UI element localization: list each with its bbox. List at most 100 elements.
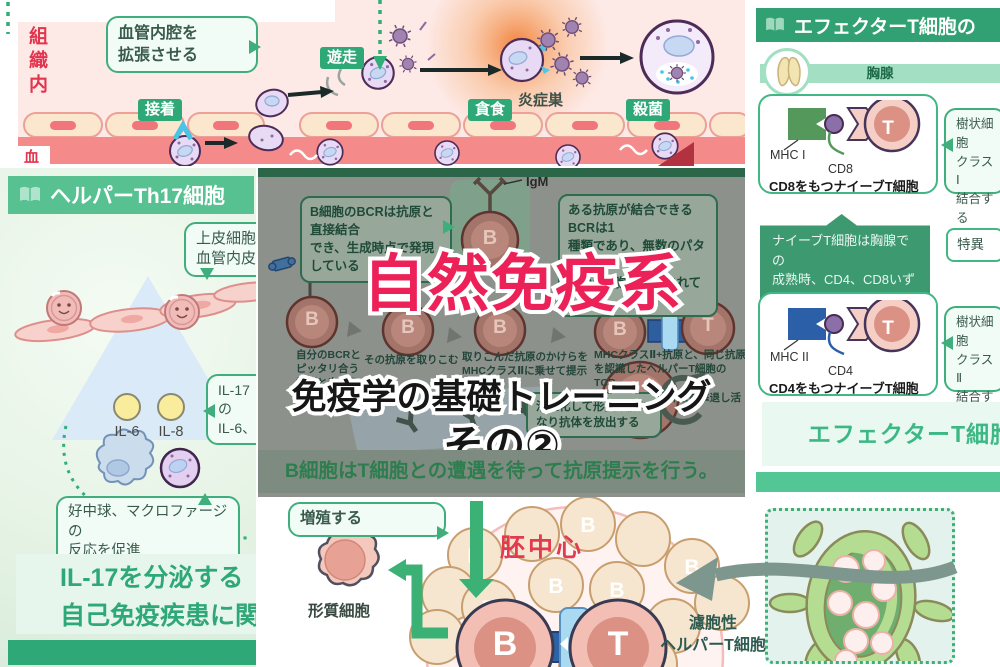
- left-panel-header: ヘルパーTh17細胞: [8, 176, 254, 214]
- cd8-caption: CD8をもつナイーブT細胞: [769, 179, 919, 194]
- bcr-variety-bubble: ある抗原が結合できるBCRは1 種類であり、無数のパターンを もつB細胞が用意さ…: [558, 194, 718, 317]
- il6-dot: [113, 393, 141, 421]
- tissue-region-label: 組織内: [26, 26, 47, 98]
- transmigrating-cell: [248, 88, 289, 152]
- b-cell-presentation-panel: B細胞のBCRは抗原と直接結合 でき、生成時点で発現している IgM ある抗原が…: [258, 168, 745, 497]
- cd4-caption: CD4をもつナイーブT細胞: [769, 381, 919, 396]
- cd4-label: CD4: [828, 364, 854, 378]
- to-plasma-arrow: [388, 559, 448, 639]
- germinal-center-panel: B B B B B B B: [256, 497, 1000, 667]
- vasodilation-bubble: 血管内腔を 拡張させる: [106, 16, 261, 74]
- cluster-b: B: [580, 514, 595, 537]
- left-panel-title: ヘルパーTh17細胞: [50, 185, 226, 208]
- phagocytosis-tag: 貪食: [468, 99, 513, 121]
- vessel-corner-shadow: [658, 142, 694, 166]
- thymus-icon: [763, 48, 811, 96]
- b4-letter: B: [613, 319, 627, 340]
- right-panel-header: エフェクターT細胞の: [756, 8, 1000, 42]
- il6-label: IL-6: [114, 424, 140, 440]
- mhc2-label: MHC II: [770, 350, 809, 364]
- phagocyte-cell: [499, 37, 550, 83]
- book-icon: [20, 186, 40, 202]
- big-b-letter: B: [492, 625, 518, 663]
- lymph-to-gc-arrow: [676, 557, 958, 601]
- b1-letter: B: [305, 309, 319, 330]
- effector-title-box: エフェクターT細胞: [762, 402, 1000, 466]
- main-title: 自然免疫系: [359, 248, 685, 321]
- plasma-cell: [317, 527, 380, 587]
- dendritic-bubble-1: 樹状細胞 クラスⅠ 結合する: [941, 108, 1000, 225]
- effector-t-cell-panel: エフェクターT細胞の 胸腺 T MHC I CD8 CD8をもつナイーブT: [745, 0, 1000, 505]
- cd8-naive-box: T MHC I CD8 CD8をもつナイーブT細胞: [758, 94, 938, 194]
- neutrophil-cell: [159, 447, 201, 489]
- thymus-band: 胸腺: [760, 64, 1000, 83]
- igm-cell-letter: B: [482, 227, 498, 249]
- center-panel-topbar: [258, 168, 745, 177]
- vessel-region-label: 血: [24, 149, 40, 166]
- summary-box: [16, 554, 256, 634]
- th17-illustration: [14, 276, 256, 540]
- subtitle: 免疫学の基礎トレーニング: [288, 375, 715, 421]
- b-t-interaction: [455, 598, 668, 667]
- innate-immunity-strip: 組織内 血 血管内腔を 拡張させる 接着 遊走 貪食 炎症巣 殺菌: [0, 0, 751, 170]
- peptide: [824, 114, 844, 134]
- step2-caption: その抗原を取りこむ: [364, 354, 459, 366]
- mhc2-molecule: [788, 308, 826, 340]
- helper-th17-panel: ヘルパーTh17細胞 上皮細胞 血管内皮 IL-17の IL-6、 IL-6 I…: [0, 168, 256, 667]
- igm-b-cell: [460, 176, 523, 270]
- cd4-naive-box: T MHC II CD4 CD4をもつナイーブT細胞: [758, 292, 938, 396]
- signal-triangle: [52, 276, 244, 440]
- cluster-b: B: [548, 575, 563, 598]
- lymph-node-box: [765, 508, 955, 667]
- b3-letter: B: [493, 317, 507, 338]
- killing-tag: 殺菌: [626, 99, 671, 121]
- bcr-bubble: B細胞のBCRは抗原と直接結合 でき、生成時点で発現している: [300, 196, 455, 283]
- adhesion-marker: [172, 119, 194, 141]
- mhc1-molecule: [788, 108, 826, 140]
- tissue-vessel-illustration: [6, 0, 751, 170]
- summary-text: IL-17を分泌する 自己免疫疾患に関: [60, 564, 256, 630]
- round-cells: [46, 290, 200, 330]
- mhc1-label: MHC I: [770, 148, 806, 162]
- step1-caption: 自分のBCRと ピッタリ合う 抗原と出会え: [296, 349, 361, 390]
- right-panel-band: [756, 472, 1000, 492]
- plasma-cell-label: 形質細胞: [308, 603, 371, 620]
- cd8-t-letter: T: [882, 118, 894, 139]
- antibody-sheet: [346, 386, 563, 454]
- germinal-center-illustration: B B B B B B B: [317, 497, 958, 667]
- epithelium-bubble: 上皮細胞 血管内皮: [184, 222, 256, 279]
- blood-vessel: [18, 137, 745, 164]
- igm-label: IgM: [526, 174, 549, 189]
- book-icon: [766, 17, 784, 32]
- dendritic-bubble-2: 樹状細胞 クラスⅡ 結合する: [941, 306, 1000, 423]
- dotted-arrowhead: [373, 56, 387, 70]
- germinal-center-label: 胚中心: [500, 534, 585, 562]
- inflammation-site-label: 炎症巣: [518, 92, 564, 109]
- follicular-helper-label: 濾胞性 ヘルパーT細胞: [660, 615, 766, 655]
- right-panel-title: エフェクターT細胞の: [794, 16, 976, 38]
- b2-letter: B: [401, 317, 415, 338]
- migration-tag: 遊走: [320, 47, 365, 69]
- step-arrows: [346, 321, 566, 343]
- cd8-label: CD8: [828, 162, 854, 176]
- proliferation-arrow: [459, 501, 494, 598]
- left-panel-footer-band: [8, 640, 256, 665]
- plasma-release-bubble: 活性化して形質細胞に なり抗体を放出する: [526, 392, 662, 439]
- big-t-letter: T: [607, 625, 629, 663]
- effector-title: エフェクターT細胞: [807, 421, 1000, 447]
- il8-dot: [157, 393, 185, 421]
- peptide: [824, 314, 844, 334]
- killing-cell: [639, 19, 715, 95]
- proliferate-bubble: 増殖する: [288, 502, 449, 540]
- t-row-letter: T: [702, 315, 714, 336]
- naive-t-note-text: ナイーブT細胞は胸腺での 成熟時、CD4、CD8いずれ かの共受容体をもつ: [772, 233, 916, 307]
- step3-caption: 取りこんだ抗原のかけらを MHCクラスⅡに乗せて提示 する: [462, 351, 588, 392]
- il8-label: IL-8: [158, 424, 184, 440]
- il17-effect-bubble: IL-17の IL-6、: [203, 374, 256, 445]
- specificity-box: 特異: [946, 228, 1000, 262]
- cd4-t-letter: T: [882, 318, 894, 339]
- cluster-b: B: [609, 579, 624, 602]
- center-panel-footer: B細胞はT細胞との遭遇を待って抗原提示を行う。: [258, 450, 745, 493]
- adhesion-tag: 接着: [138, 99, 183, 121]
